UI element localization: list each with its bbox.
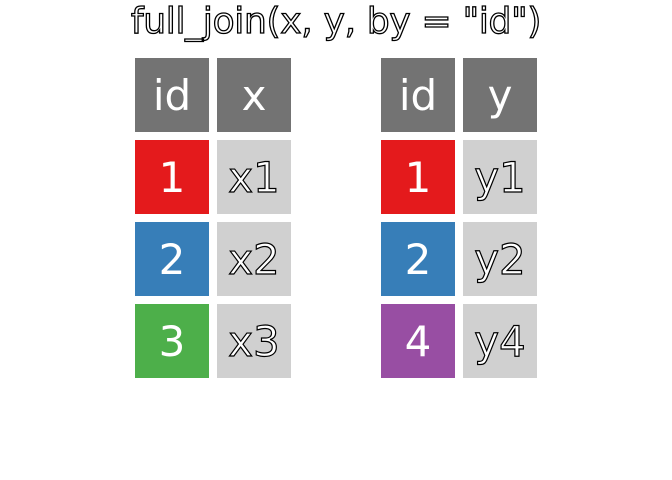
table-x-row1-value: x1 <box>217 140 291 214</box>
diagram-title: full_join(x, y, by = "id") <box>130 0 542 42</box>
table-y-row1-value: y1 <box>463 140 537 214</box>
table-x-header-x: x <box>217 58 291 132</box>
table-x-row3-value: x3 <box>217 304 291 378</box>
table-y-row3-id: 4 <box>381 304 455 378</box>
table-x-row3-id: 3 <box>135 304 209 378</box>
table-y-row1-id: 1 <box>381 140 455 214</box>
table-x-row1-id: 1 <box>135 140 209 214</box>
table-x-header-id: id <box>135 58 209 132</box>
table-x-row2-value: x2 <box>217 222 291 296</box>
table-y-row2-value: y2 <box>463 222 537 296</box>
table-y-row2-id: 2 <box>381 222 455 296</box>
table-y-row3-value: y4 <box>463 304 537 378</box>
table-y-header-id: id <box>381 58 455 132</box>
table-y-header-y: y <box>463 58 537 132</box>
table-x-row2-id: 2 <box>135 222 209 296</box>
